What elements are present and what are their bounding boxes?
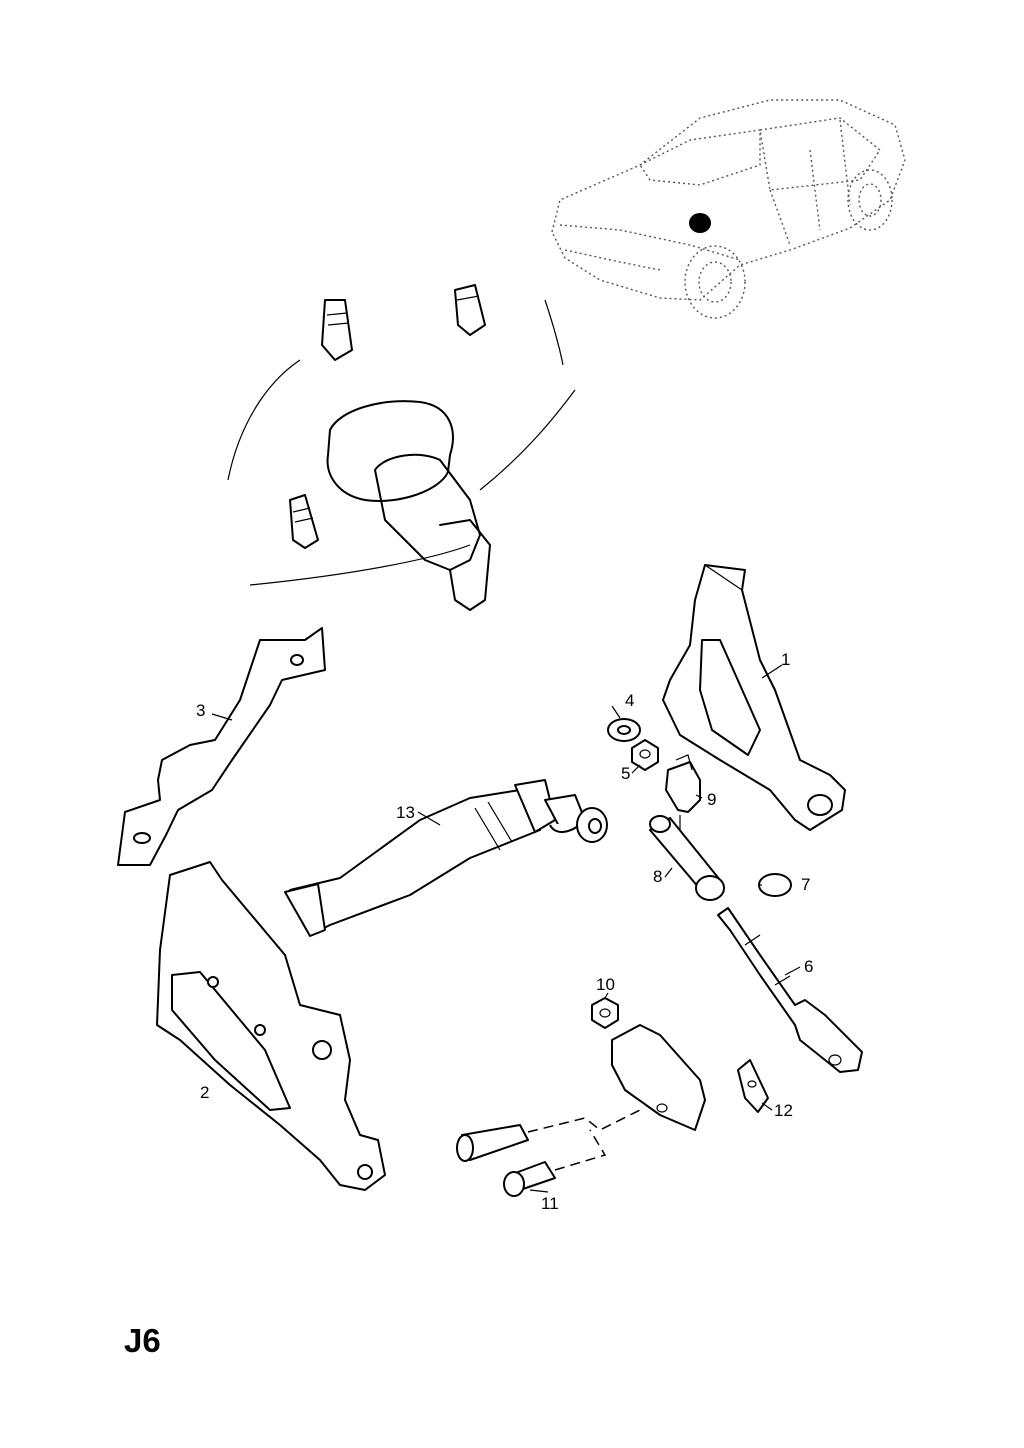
part-13-tube [284,779,608,937]
page-code: J6 [124,1322,161,1359]
callout-12: 12 [774,1101,793,1120]
callout-7: 7 [801,875,811,894]
callout-13: 13 [396,803,415,822]
part-5-nut [631,739,659,771]
part-11-pin [456,1109,641,1197]
part-6-strut [717,907,863,1073]
part-8-sleeve [649,815,725,901]
callout-4: 4 [625,691,635,710]
callout-2: 2 [200,1083,210,1102]
hub-shaft-detail [227,284,576,611]
callout-3: 3 [196,701,206,720]
part-2-bracket [156,861,386,1191]
part-10-nut [591,997,619,1029]
part-7-oring [758,873,792,897]
callout-9: 9 [707,790,717,809]
callout-10: 10 [596,975,615,994]
part-12-clip [737,1059,769,1113]
part-3-plate [117,627,326,866]
part-4-washer [607,718,641,742]
leader-lines [211,664,801,1193]
callout-1: 1 [781,650,791,669]
callout-6: 6 [804,957,814,976]
callout-11: 11 [541,1194,559,1213]
vehicle-locator-illustration [551,99,906,319]
pivot-bracket [611,1024,706,1131]
part-9-clip [665,754,701,813]
location-marker [689,213,711,233]
callout-8: 8 [653,867,663,886]
callout-5: 5 [621,764,631,783]
part-1-bracket [662,564,846,831]
